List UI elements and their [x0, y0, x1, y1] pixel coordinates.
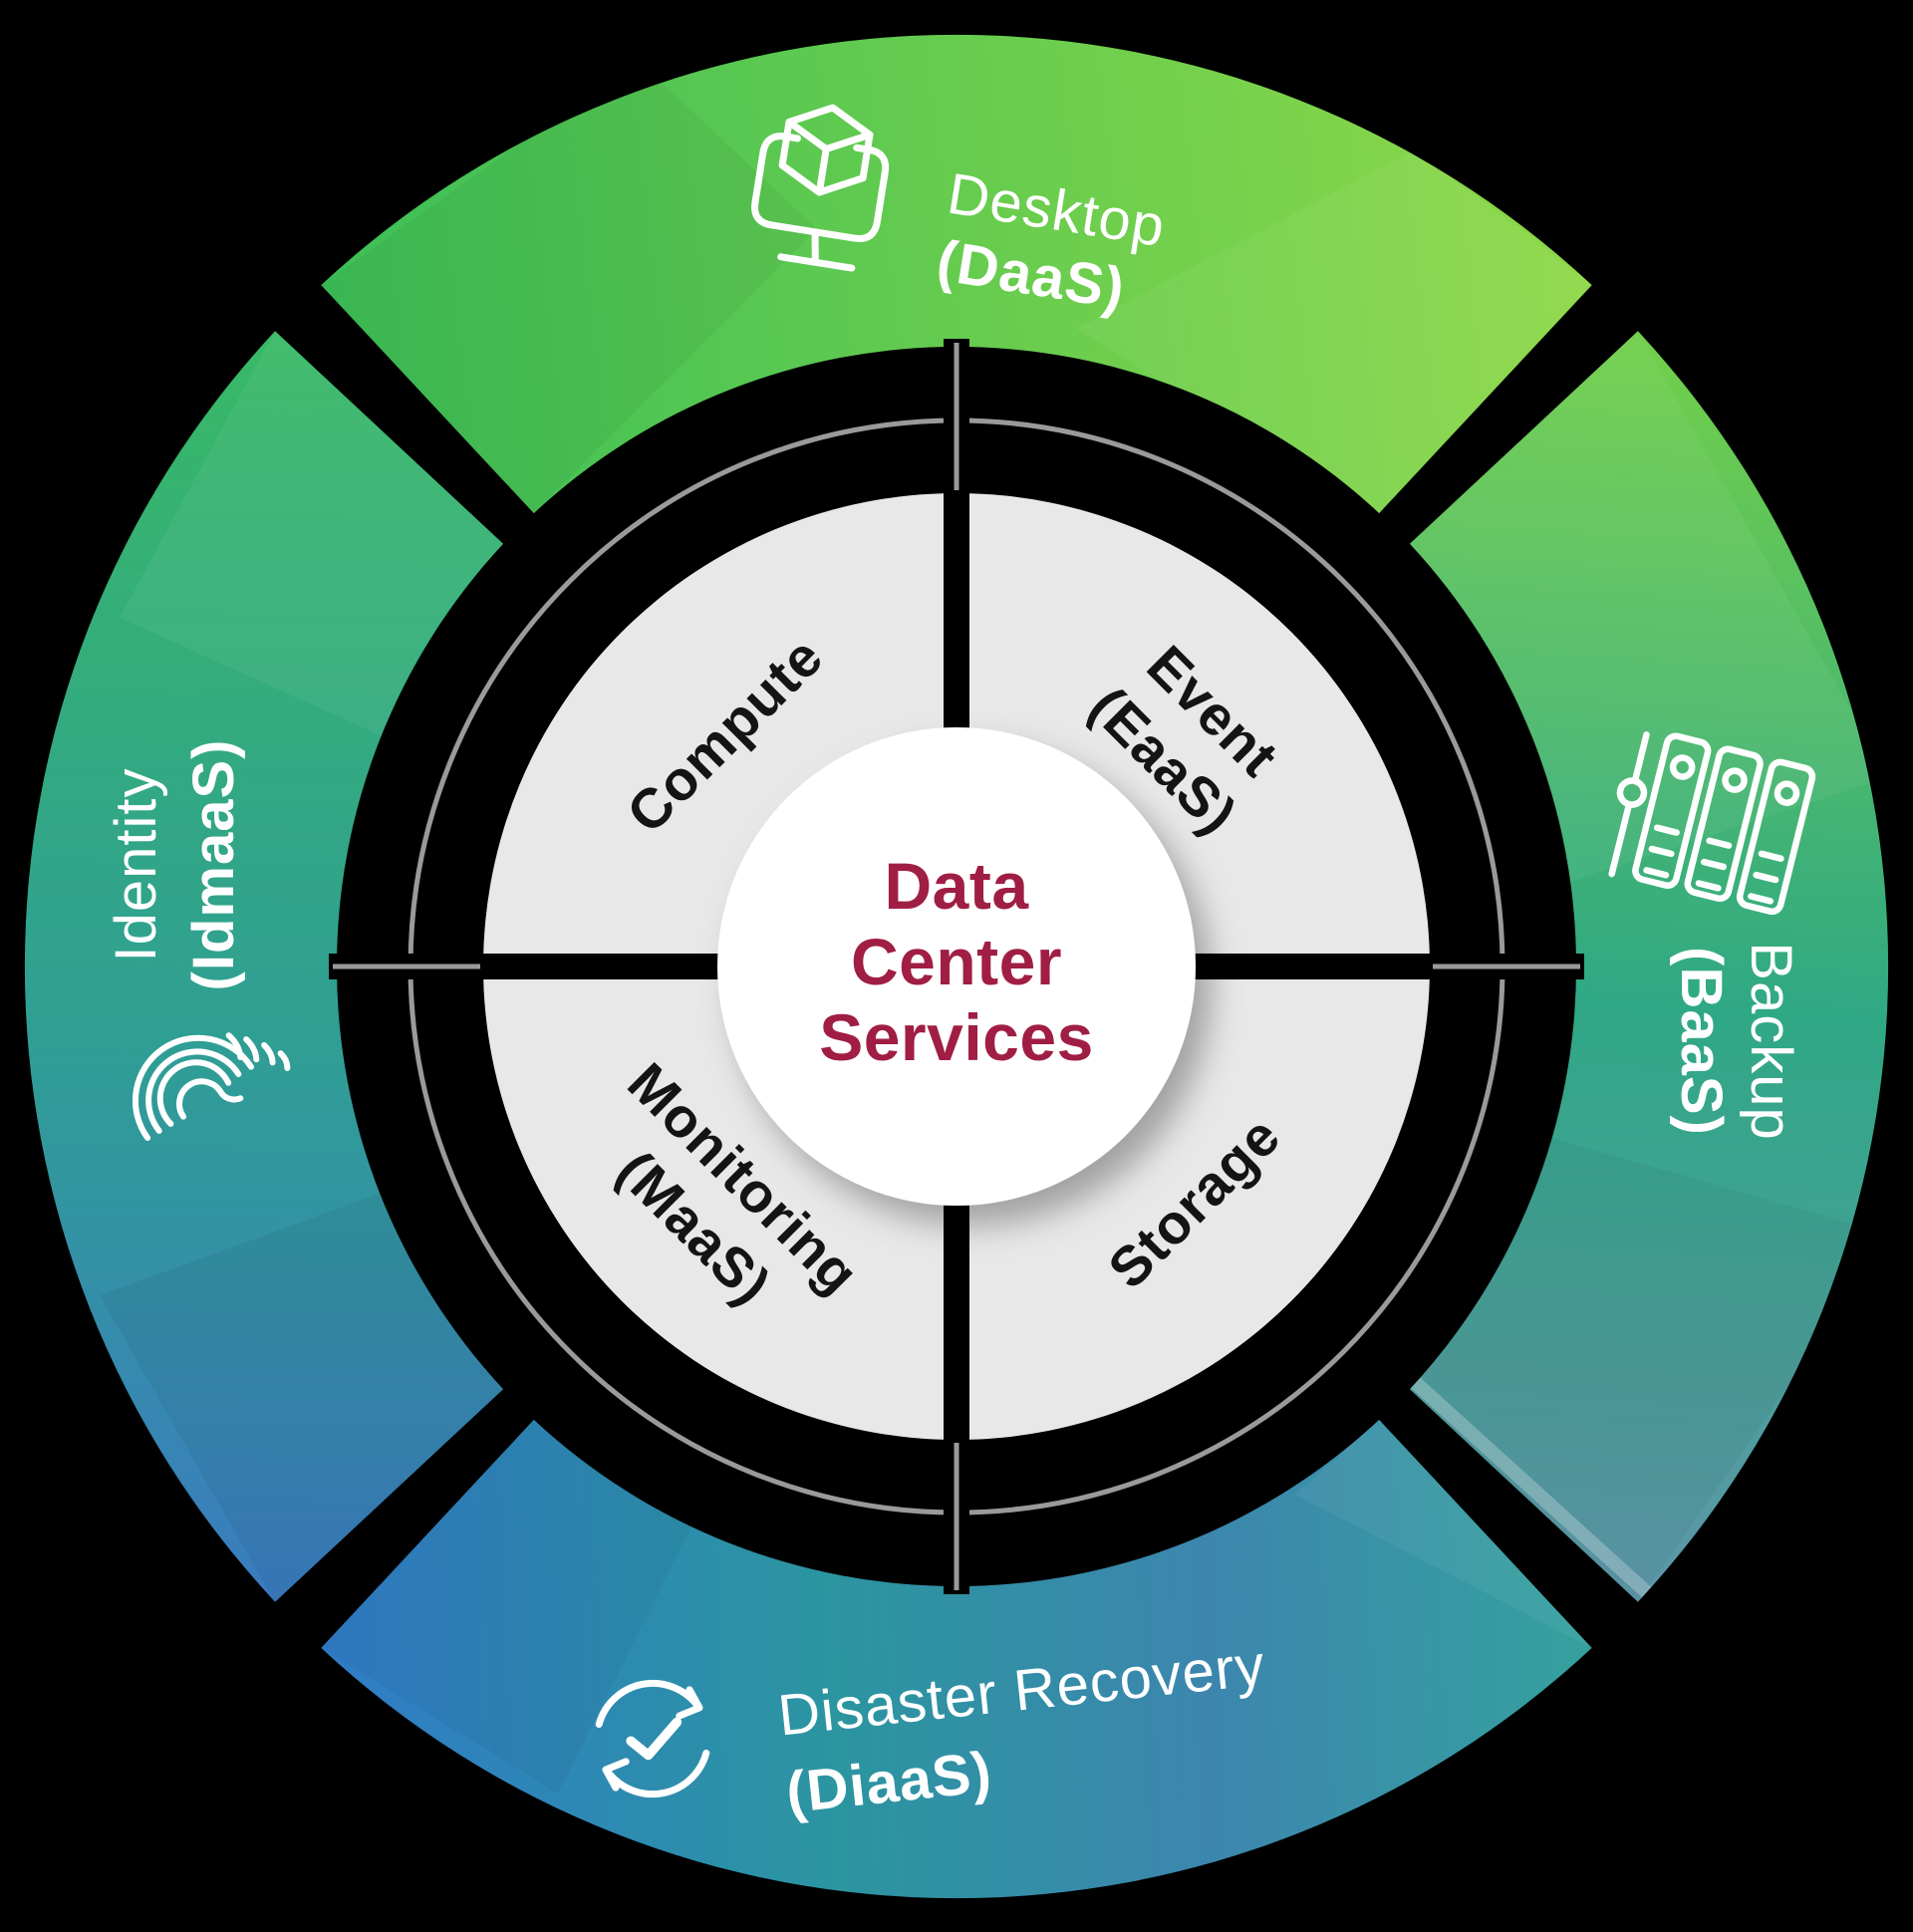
outer-ring	[24, 34, 1889, 1899]
spoke-connectors	[333, 343, 1580, 1590]
sync-check-icon	[595, 1679, 710, 1798]
center-title-line-1: Data	[884, 849, 1029, 923]
segment-group-desktop: Desktop (DaaS)	[751, 104, 1170, 322]
fingerprint-icon	[132, 1032, 291, 1141]
center-title-line-2: Center	[851, 925, 1062, 998]
ring-label-identity: Identity	[104, 768, 168, 963]
segment-group-backup: Backup (BaaS)	[1669, 942, 1803, 1140]
backup-servers-icon	[1608, 731, 1816, 916]
segment-group-identity: Identity (IdmaaS)	[104, 739, 246, 991]
ring-abbr-identity: (IdmaaS)	[181, 739, 246, 991]
facet-disaster	[321, 1420, 1592, 1794]
segment-edge-highlight	[1411, 1377, 1652, 1598]
center-title: Data Center Services	[819, 849, 1094, 1074]
facet-identity	[100, 331, 503, 1602]
desktop-cube-icon	[751, 104, 890, 272]
facet-desktop	[321, 60, 1592, 513]
center-circle	[717, 727, 1196, 1206]
ring-label-backup: Backup	[1739, 942, 1803, 1140]
ring-abbr-backup: (BaaS)	[1669, 947, 1734, 1136]
center-title-line-3: Services	[819, 1000, 1094, 1074]
